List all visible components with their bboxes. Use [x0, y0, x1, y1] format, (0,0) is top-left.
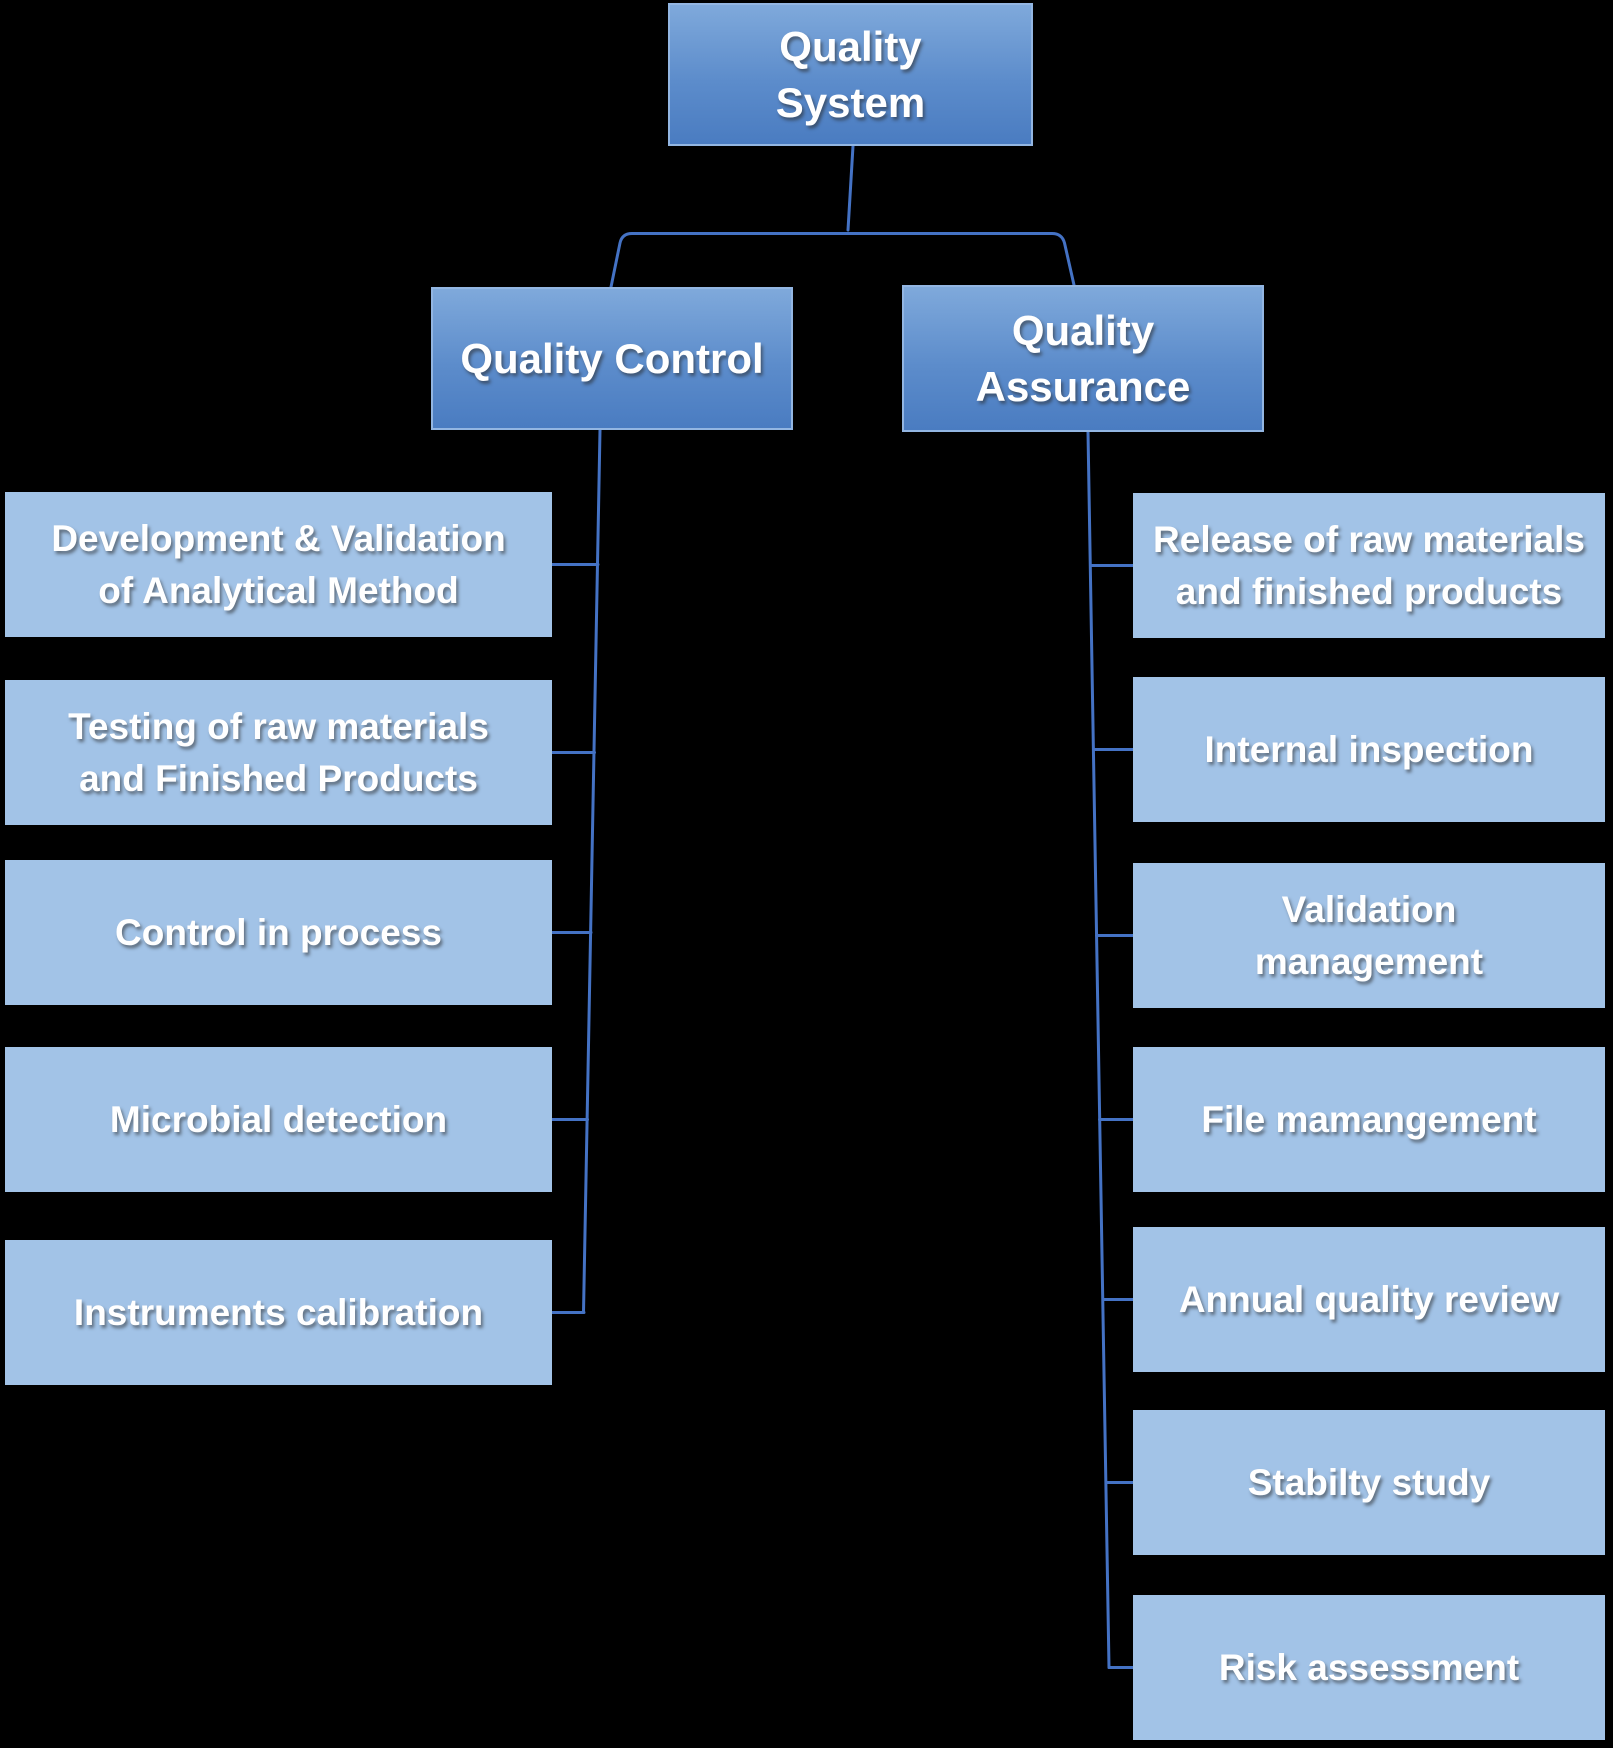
qc-child-box-label: Control in process: [115, 911, 442, 953]
qc-child-box: Control in process: [5, 860, 552, 1005]
qa-child-box-label: Risk assessment: [1218, 1646, 1520, 1688]
qa-child-box-label: Validation management: [1254, 888, 1484, 982]
qc-child-box-label: Instruments calibration: [73, 1291, 484, 1333]
qc-child-box-label: Testing of raw materials and Finished Pr…: [68, 705, 489, 799]
qa-child-box: Release of raw materials and finished pr…: [1133, 493, 1605, 638]
node-quality-system: Quality System: [668, 3, 1033, 146]
qa-child-box: Stabilty study: [1133, 1410, 1605, 1555]
root-drop-connector: [846, 144, 855, 232]
node-quality-assurance-label: Quality Assurance: [975, 307, 1191, 410]
qa-child-box-label: Internal inspection: [1204, 728, 1534, 770]
qc-stubs: [550, 563, 600, 1314]
qc-spine: [582, 428, 602, 1314]
qa-child-box-label: Annual quality review: [1178, 1278, 1560, 1320]
qa-child-box: File mamangement: [1133, 1047, 1605, 1192]
qc-child-box-label: Development & Validation of Analytical M…: [51, 517, 506, 611]
qa-stubs: [1089, 564, 1135, 1669]
node-quality-assurance: Quality Assurance: [902, 285, 1264, 432]
qa-spine: [1086, 430, 1111, 1669]
qc-child-box: Testing of raw materials and Finished Pr…: [5, 680, 552, 825]
node-quality-control: Quality Control: [431, 287, 793, 430]
root-branch-bracket: [609, 232, 1076, 289]
node-quality-control-label: Quality Control: [460, 334, 764, 382]
qa-child-box: Annual quality review: [1133, 1227, 1605, 1372]
qc-child-box: Instruments calibration: [5, 1240, 552, 1385]
qa-child-box-label: File mamangement: [1201, 1098, 1537, 1140]
qc-child-box: Development & Validation of Analytical M…: [5, 492, 552, 637]
qa-child-box-label: Stabilty study: [1247, 1461, 1491, 1503]
qc-child-box: Microbial detection: [5, 1047, 552, 1192]
qa-child-box-label: Release of raw materials and finished pr…: [1153, 518, 1585, 612]
qa-child-box: Internal inspection: [1133, 677, 1605, 822]
qa-child-box: Validation management: [1133, 863, 1605, 1008]
node-quality-system-label: Quality System: [775, 23, 926, 126]
qc-child-box-label: Microbial detection: [109, 1098, 448, 1140]
qa-child-box: Risk assessment: [1133, 1595, 1605, 1740]
